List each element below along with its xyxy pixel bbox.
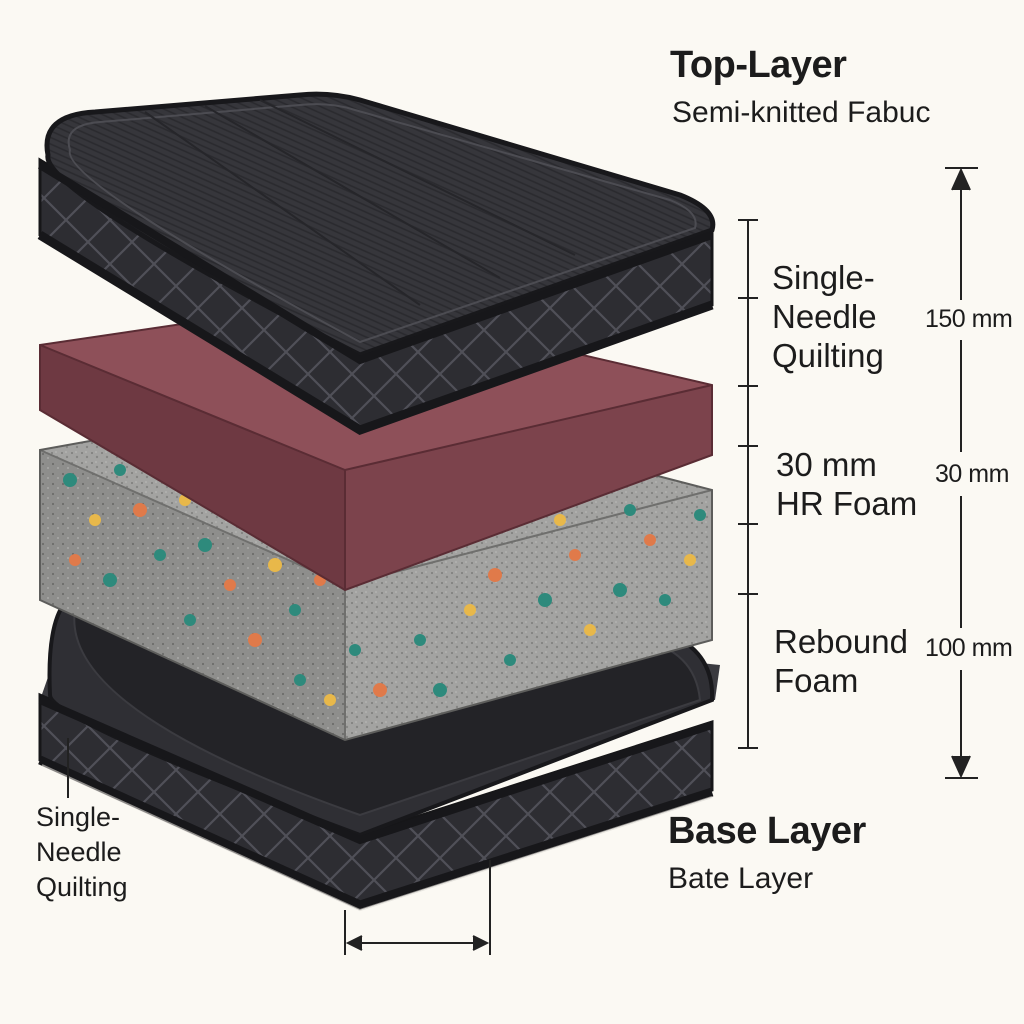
- dimension-arrow: [945, 167, 978, 779]
- left-quilting-label: Single- Needle Quilting: [36, 800, 128, 905]
- quilting-label-line-1: Single-: [772, 259, 875, 296]
- layer-bracket: [738, 219, 758, 749]
- dimension-100mm: 100 mm: [925, 634, 1013, 662]
- rebound-foam-label-line-2: Foam: [774, 662, 859, 699]
- dimension-30mm: 30 mm: [935, 460, 1009, 488]
- base-layer-title: Base Layer: [668, 810, 866, 852]
- left-quilting-line-3: Quilting: [36, 872, 128, 902]
- dimension-150mm: 150 mm: [925, 305, 1013, 333]
- top-mattress: [37, 91, 716, 435]
- quilting-label: Single- Needle Quilting: [772, 258, 884, 375]
- rebound-foam-label: Rebound Foam: [774, 622, 908, 700]
- quilting-label-line-3: Quilting: [772, 337, 884, 374]
- base-layer-subtitle: Bate Layer: [668, 862, 814, 895]
- hr-foam-label-line-2: HR Foam: [776, 485, 918, 522]
- width-arrow: [344, 860, 491, 955]
- top-layer-title: Top-Layer: [670, 44, 847, 86]
- rebound-foam-label-line-1: Rebound: [774, 623, 908, 660]
- hr-foam-label: 30 mm HR Foam: [776, 445, 917, 523]
- hr-foam-label-line-1: 30 mm: [776, 446, 877, 483]
- left-quilting-line-2: Needle: [36, 837, 122, 867]
- top-layer-subtitle: Semi-knitted Fabuc: [672, 96, 931, 129]
- left-quilting-line-1: Single-: [36, 802, 121, 832]
- quilting-label-line-2: Needle: [772, 298, 877, 335]
- foam-speckles: [63, 455, 706, 706]
